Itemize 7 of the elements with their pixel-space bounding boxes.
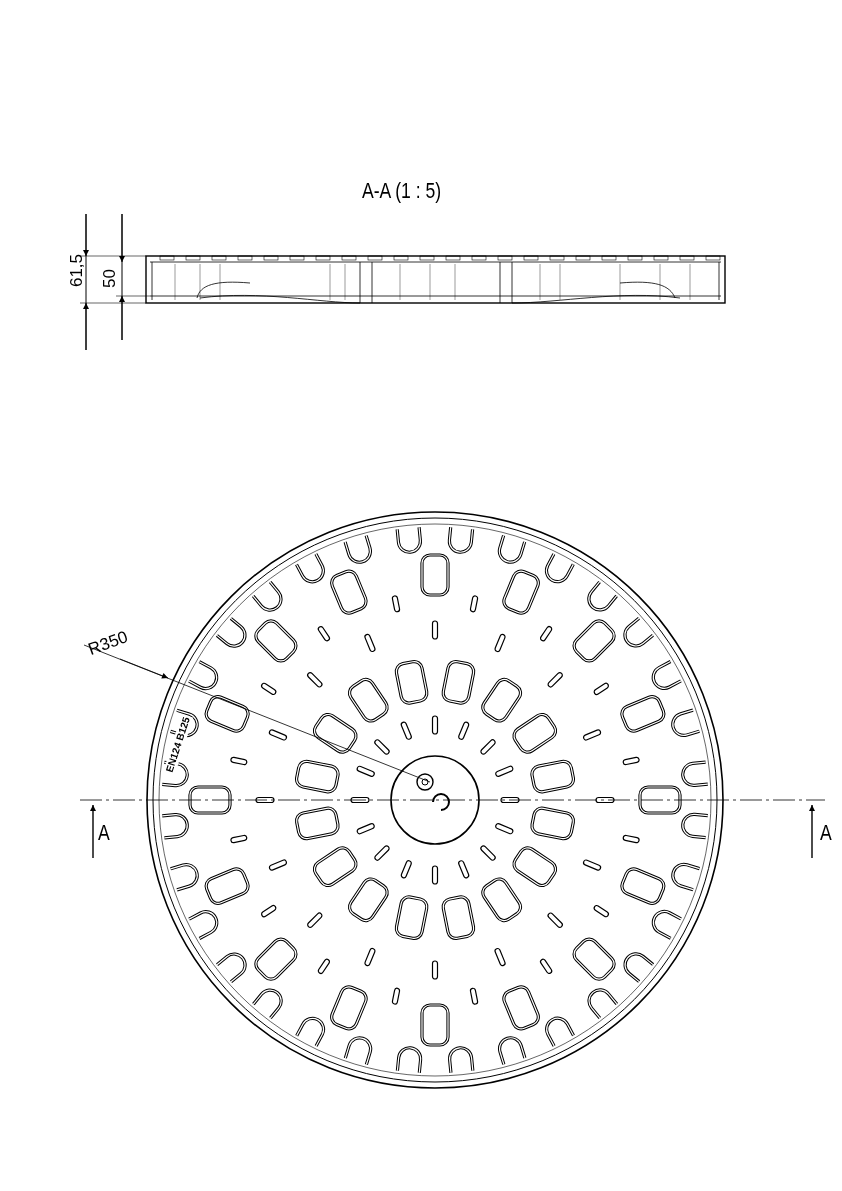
section-label: A-A (1 : 5) xyxy=(362,180,442,202)
standard-marking: EN124 B125 xyxy=(163,713,194,776)
section-marker-label: A xyxy=(820,822,832,844)
dimension-value: 50 xyxy=(100,269,118,288)
dimension-value: 61,5 xyxy=(68,253,86,288)
section-marker-label: A xyxy=(98,822,110,844)
radius-dimension: R350 xyxy=(86,628,130,658)
